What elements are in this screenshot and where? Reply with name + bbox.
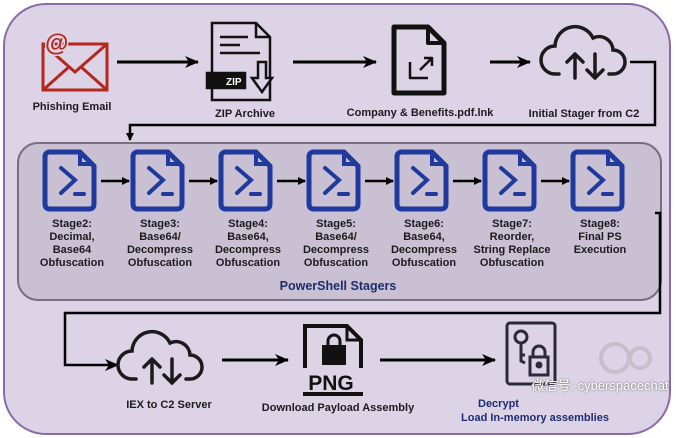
stage-label-line: Obfuscation	[303, 257, 369, 269]
stage-label-line: Obfuscation	[127, 257, 193, 269]
connector-arrow	[126, 60, 657, 141]
png-badge: PNG	[308, 372, 354, 395]
powershell-script-icon	[573, 152, 622, 209]
stage-label-line: Obfuscation	[391, 257, 457, 269]
powershell-script-icon	[133, 152, 182, 209]
powershell-script-icon	[397, 152, 446, 209]
stagers-title: PowerShell Stagers	[279, 279, 397, 293]
powershell-script-icon	[221, 152, 270, 209]
stage-label-line: Base64/	[315, 231, 357, 243]
label-decrypt: Decrypt	[478, 398, 519, 410]
watermark-text: 微信号: cyberspacechat	[531, 378, 669, 393]
label-initial-stager: Initial Stager from C2	[528, 108, 640, 120]
stage-label-line: Stage6:	[404, 218, 444, 230]
powershell-script-icon	[485, 152, 534, 209]
stage-label-line: Stage3:	[140, 218, 180, 230]
stage-label-line: Stage8:	[580, 218, 620, 230]
zip-badge: ZIP	[226, 77, 242, 88]
stage-label-line: Decompress	[214, 244, 282, 256]
stage-label-line: Decompress	[126, 244, 194, 256]
shortcut-file-icon	[391, 24, 447, 96]
stage-label-line: Base64,	[403, 231, 445, 243]
stage-label-line: Obfuscation	[215, 257, 281, 269]
label-phishing-email: Phishing Email	[32, 101, 112, 113]
label-iex-c2: IEX to C2 Server	[126, 399, 212, 411]
watermark-logo	[599, 342, 652, 374]
stage-label-line: Base64/	[139, 231, 181, 243]
stage-label-line: Final PS	[578, 231, 622, 243]
stage-label-line: Obfuscation	[39, 257, 105, 269]
stage-label-line: Base64,	[227, 231, 269, 243]
label-load-assemblies: Load In-memory assemblies	[461, 412, 609, 424]
label-lnk-file: Company & Benefits.pdf.lnk	[346, 107, 494, 119]
stage-label-line: Base64	[52, 244, 92, 256]
powershell-script-icon	[45, 152, 94, 209]
png-file-lock-icon	[296, 324, 366, 396]
stage-label-line: Decompress	[302, 244, 370, 256]
connector-arrow	[63, 211, 662, 371]
stage-label-line: Obfuscation	[479, 257, 545, 269]
stage-label-line: Stage2:	[52, 218, 92, 230]
stage-label-line: Execution	[573, 244, 627, 256]
stage-label-line: Decompress	[390, 244, 458, 256]
stage-label-line: Stage4:	[228, 218, 268, 230]
stage-label-line: Stage7:	[492, 218, 532, 230]
email-at-icon: @	[41, 29, 109, 92]
zip-file-icon	[205, 21, 275, 102]
stage-label-line: String Replace	[473, 244, 551, 256]
powershell-script-icon	[309, 152, 358, 209]
label-zip-archive: ZIP Archive	[215, 108, 275, 120]
key-lock-icon	[505, 321, 557, 386]
svg-text:@: @	[45, 30, 68, 57]
label-download-payload: Download Payload Assembly	[261, 402, 415, 414]
stage-label-line: Stage5:	[316, 218, 356, 230]
stage-label-line: Decimal,	[49, 231, 95, 243]
stage-label-line: Reorder,	[489, 231, 535, 243]
